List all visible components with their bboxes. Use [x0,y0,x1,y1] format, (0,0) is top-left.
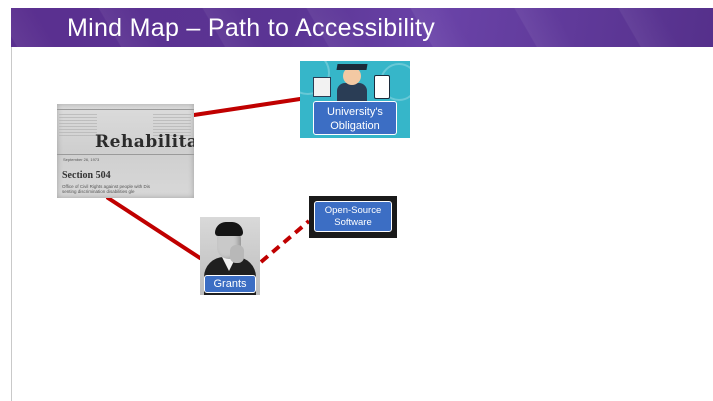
university-label-line1: University's [327,106,383,118]
newspaper-rule [57,154,194,155]
newspaper-texture [153,112,191,136]
title-bar: Mind Map – Path to Accessibility [11,8,713,47]
node-open-source-software[interactable]: Open-Source Software [309,196,397,238]
newspaper-date: September 26, 1973 [63,157,100,162]
open-source-label-line2: Software [334,217,372,228]
newspaper-section-heading: Section 504 [62,170,111,181]
portrait-hair [215,222,243,236]
connector-grants-open-source [259,219,311,264]
graduation-cap-icon [336,64,368,70]
newspaper-body-line: Office of Civil Rights against people wi… [62,184,150,189]
slide-left-border [11,8,12,401]
slide-title: Mind Map – Path to Accessibility [67,14,436,42]
connector-newspaper-grants [106,196,202,260]
newspaper-body-line: senting discrimination disabilities gle [62,189,135,194]
newspaper-headline: Rehabilitati [95,132,194,152]
portrait-hand [230,245,244,263]
chalkboard-icon [313,77,331,97]
node-grants[interactable]: Grants [200,217,260,295]
newspaper-texture [59,112,97,136]
university-label-line2: Obligation [330,120,380,132]
newspaper-rule [57,109,194,110]
grants-label: Grants [204,275,256,293]
newspaper-body-text: Office of Civil Rights against people wi… [62,184,150,194]
node-rehabilitation-act-image[interactable]: Rehabilitati September 26, 1973 Section … [57,104,194,198]
open-source-label: Open-Source Software [314,201,392,232]
phone-icon [374,75,390,99]
graduate-head [343,67,361,85]
open-source-label-line1: Open-Source [324,205,382,216]
university-label: University's Obligation [313,101,397,135]
node-university-obligation[interactable]: University's Obligation [300,61,410,138]
title-bar-texture [11,8,713,47]
connector-newspaper-university [192,97,302,117]
